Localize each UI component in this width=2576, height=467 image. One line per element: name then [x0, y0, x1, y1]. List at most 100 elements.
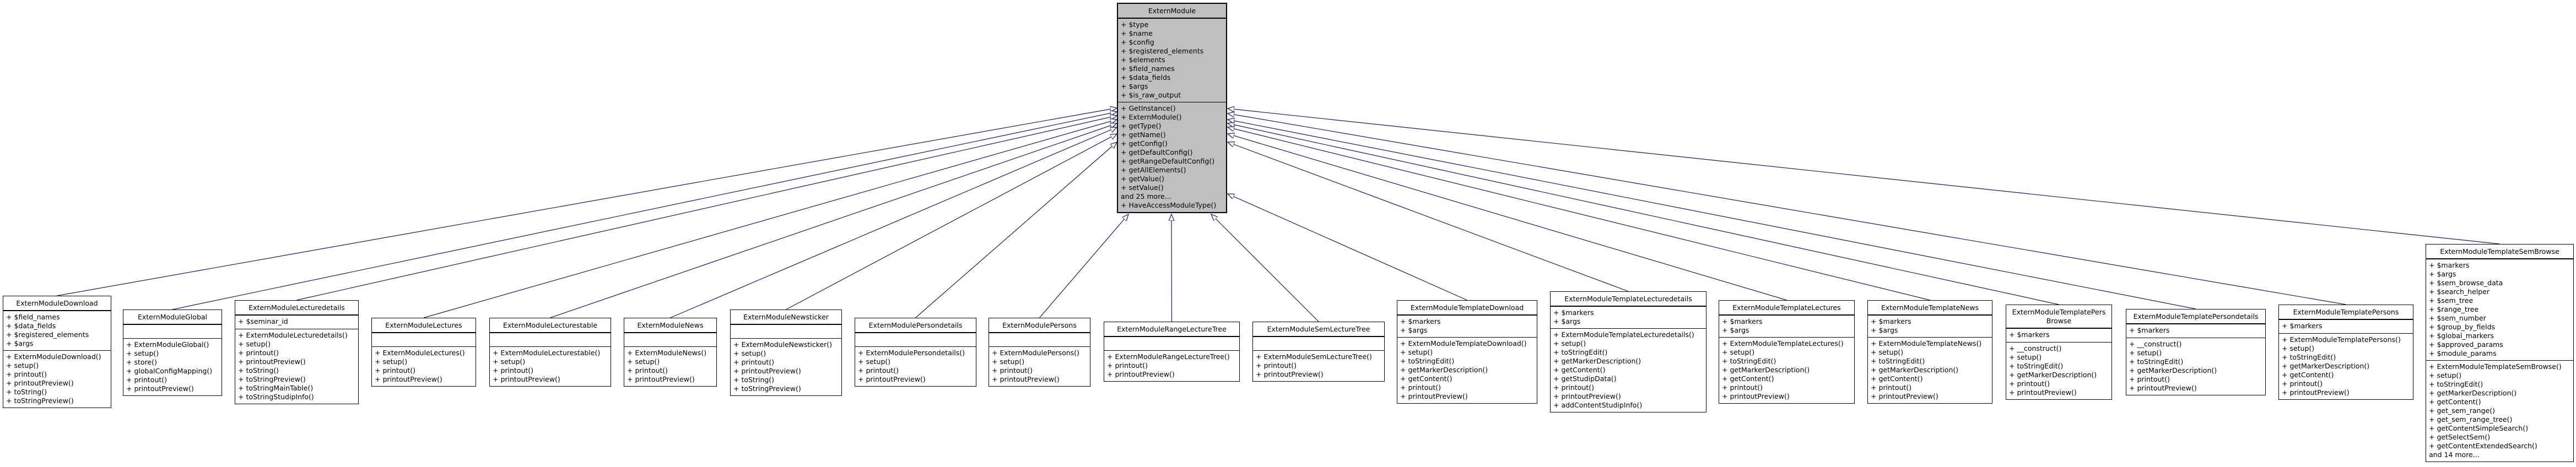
method: + printout(): [1871, 383, 1912, 392]
method: + toStringEdit(): [2009, 362, 2064, 370]
method: + __construct(): [2129, 340, 2182, 348]
attributes-compartment: [490, 333, 611, 347]
method: + getContent(): [1553, 366, 1606, 374]
attribute: + $args: [1400, 326, 1428, 334]
method: + setup(): [1871, 348, 1904, 356]
class-node-externmodulenews[interactable]: ExternModuleNews + ExternModuleNews()+ se…: [624, 318, 717, 387]
inheritance-edge: [1228, 113, 2346, 305]
attribute: + $group_by_fields: [2429, 323, 2496, 331]
class-node-externmoduletemplatepersondetails[interactable]: ExternModuleTemplatePersondetails+ $mark…: [2126, 309, 2266, 395]
method: + printout(): [2282, 379, 2323, 388]
method: + ExternModule(): [1121, 113, 1182, 121]
method: + toString(): [6, 388, 47, 396]
class-node-externmoduletemplatesembrowse[interactable]: ExternModuleTemplateSemBrowse+ $markers+…: [2426, 244, 2574, 462]
method: + printout(): [1107, 361, 1148, 370]
method: + ExternModuleGlobal(): [126, 340, 209, 349]
method: + GetInstance(): [1121, 104, 1176, 112]
methods-compartment: + ExternModuleTemplateDownload()+ setup(…: [1397, 338, 1537, 403]
method: + getMarkerDescription(): [2009, 371, 2097, 379]
attribute: + $sem_number: [2429, 314, 2486, 322]
class-node-externmoduledownload[interactable]: ExternModuleDownload + $field_names+ $dat…: [3, 296, 111, 408]
inheritance-edge: [1228, 194, 1467, 301]
inheritance-edge: [57, 108, 1117, 296]
attribute: + $args: [6, 339, 34, 347]
method: + setup(): [1400, 348, 1433, 356]
attributes-compartment: + $markers: [2006, 329, 2111, 343]
attribute: + $args: [2429, 270, 2456, 278]
class-node-externmoduletemplatepersons[interactable]: ExternModuleTemplatePersons+ $markers+ E…: [2278, 305, 2413, 400]
class-node-externmoduletemplatenews[interactable]: ExternModuleTemplateNews+ $markers+ $arg…: [1867, 300, 1992, 404]
method: + getContent(): [1400, 374, 1452, 383]
class-node-externmodule[interactable]: ExternModule+ $type+ $name+ $config+ $re…: [1117, 3, 1227, 213]
attributes-compartment: [855, 333, 976, 347]
class-node-externmodulelecturestable[interactable]: ExternModuleLecturestable+ ExternModuleL…: [489, 318, 611, 387]
class-node-externmoduletemplatelectures[interactable]: ExternModuleTemplateLectures+ $markers+ …: [1719, 300, 1855, 404]
methods-compartment: + GetInstance()+ ExternModule()+ getType…: [1118, 102, 1226, 212]
inheritance-edge: [1228, 120, 2196, 309]
class-title: ExternModuleLecturedetails: [235, 301, 358, 316]
attribute: + $registered_elements: [1121, 47, 1204, 55]
class-node-externmoduletemplatedownload[interactable]: ExternModuleTemplateDownload+ $markers+ …: [1397, 300, 1537, 404]
method: + globalConfigMapping(): [126, 367, 213, 375]
attribute: + $args: [1871, 326, 1898, 334]
inheritance-edge: [1228, 123, 2059, 305]
method: + setValue(): [1121, 183, 1164, 192]
methods-compartment: + ExternModulePersons()+ setup()+ printo…: [989, 347, 1090, 386]
attribute: + $args: [1553, 317, 1581, 325]
attributes-compartment: [1253, 337, 1384, 351]
method: + getMarkerDescription(): [2129, 366, 2217, 374]
method: + toStringMainTable(): [238, 384, 314, 392]
class-node-externmoduletemplatelecturedetails[interactable]: ExternModuleTemplateLecturedetails+ $mar…: [1550, 291, 1706, 412]
attribute: + $data_fields: [6, 322, 56, 330]
class-node-externmodulepersondetails[interactable]: ExternModulePersondetails+ ExternModuleP…: [855, 318, 976, 387]
method: + setup(): [733, 349, 766, 357]
method: + printout(): [1553, 383, 1595, 392]
attribute: + $global_markers: [2429, 332, 2494, 340]
methods-compartment: + ExternModuleSemLectureTree()+ printout…: [1253, 351, 1384, 381]
method: + getContent(): [1871, 374, 1923, 383]
method: + setup(): [493, 357, 526, 366]
class-node-externmodulelecturedetails[interactable]: ExternModuleLecturedetails+ $seminar_id+…: [235, 300, 359, 404]
class-node-externmoduleglobal[interactable]: ExternModuleGlobal+ ExternModuleGlobal()…: [123, 309, 222, 396]
class-title: ExternModuleTemplatePersondetails: [2126, 309, 2265, 324]
method: + printoutPreview(): [238, 357, 306, 366]
method: + toStringPreview(): [238, 375, 306, 383]
methods-compartment: + __construct()+ setup()+ toStringEdit()…: [2126, 338, 2265, 395]
class-title: ExternModuleTemplateNews: [1868, 301, 1992, 316]
method: + toStringEdit(): [2282, 353, 2336, 361]
method: + setup(): [375, 357, 408, 366]
attribute: + $range_tree: [2429, 305, 2479, 313]
class-title: ExternModuleDownload: [3, 296, 111, 311]
class-node-externmodulelectures[interactable]: ExternModuleLectures+ ExternModuleLectur…: [371, 318, 476, 387]
method: + getMarkerDescription(): [2282, 362, 2370, 370]
method: + ExternModuleTemplateLectures(): [1722, 339, 1844, 347]
inheritance-edge: [1171, 214, 1172, 322]
class-title: ExternModuleTemplateLecturedetails: [1551, 292, 1706, 307]
class-title: ExternModulePersons: [989, 318, 1090, 333]
method: + setup(): [238, 340, 271, 348]
attribute: + $name: [1121, 29, 1153, 37]
class-node-externmodulesemlecturetree[interactable]: ExternModuleSemLectureTree+ ExternModule…: [1252, 322, 1385, 382]
inheritance-edge: [296, 116, 1117, 301]
methods-compartment: + ExternModuleNews()+ setup()+ printout(…: [624, 347, 716, 386]
class-node-externmodulerangelecturetree[interactable]: ExternModuleRangeLectureTree+ ExternModu…: [1104, 322, 1240, 382]
class-node-externmodulepersons[interactable]: ExternModulePersons + ExternModulePersons…: [989, 318, 1090, 387]
class-title: ExternModuleNewsticker: [731, 310, 841, 325]
method: + printoutPreview(): [733, 367, 801, 375]
attributes-compartment: + $markers+ $args: [1551, 307, 1706, 329]
method: + getType(): [1121, 122, 1162, 130]
class-title: ExternModuleNews: [624, 318, 716, 333]
attribute: + $field_names: [6, 313, 60, 321]
method: + ExternModuleLecturestable(): [493, 349, 601, 357]
attribute: + $data_fields: [1121, 73, 1171, 82]
inheritance-edge: [915, 142, 1117, 318]
method: + ExternModuleNewsticker(): [733, 340, 833, 349]
attributes-compartment: + $type+ $name+ $config+ $registered_ele…: [1118, 19, 1226, 102]
inheritance-edge: [670, 127, 1117, 318]
inheritance-edge: [172, 112, 1117, 310]
method: + setup(): [1722, 348, 1755, 356]
method: + getMarkerDescription(): [1871, 366, 1959, 374]
attribute: + $elements: [1121, 56, 1165, 64]
class-node-externmodulenewsticker[interactable]: ExternModuleNewsticker + ExternModuleNews…: [730, 309, 842, 396]
